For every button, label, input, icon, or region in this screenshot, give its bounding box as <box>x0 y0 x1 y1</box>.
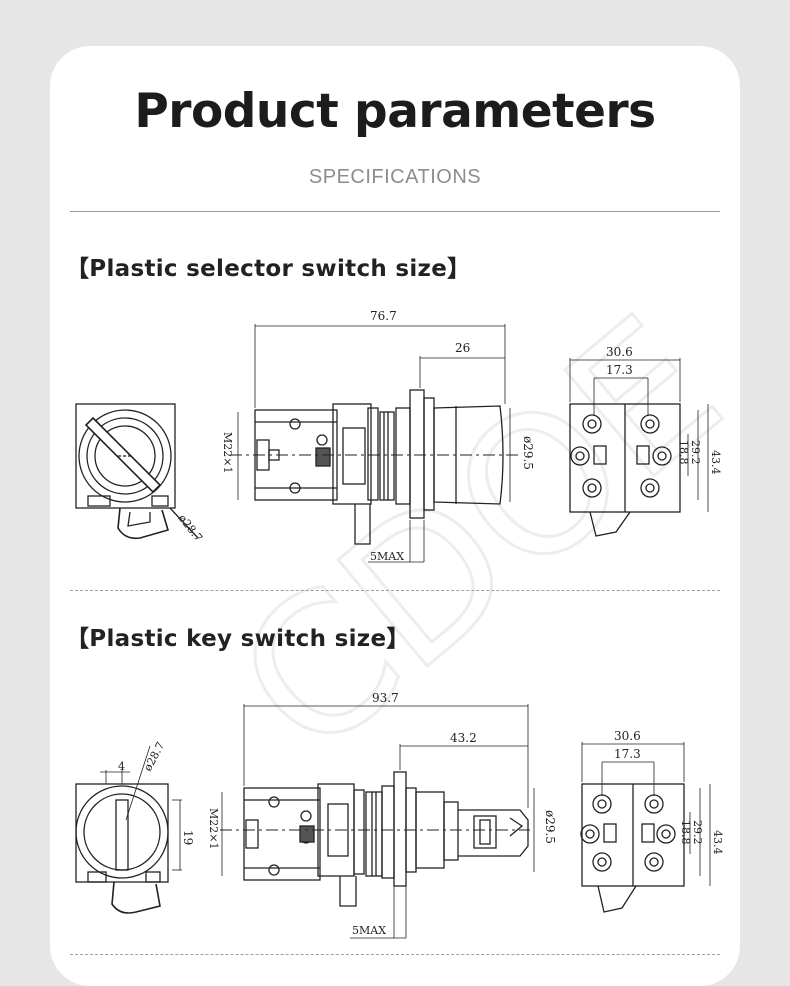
page-subtitle: SPECIFICATIONS <box>308 166 482 188</box>
key-dim-head-length: 43.2 <box>450 731 477 745</box>
dim-overall-length: 76.7 <box>370 309 397 323</box>
section-title-selector: 【Plastic selector switch size】 <box>66 256 471 282</box>
dim-mid-height: 29.2 <box>689 440 702 465</box>
key-contact-view <box>580 742 711 913</box>
dim-head-diameter: ø29.5 <box>521 436 535 470</box>
content-card <box>50 46 740 986</box>
section-divider <box>70 590 720 591</box>
key-dim-side-offset: 4 <box>118 760 125 773</box>
key-switch-drawing: 93.7 43.2 ø29.5 M22×1 5MAX 4 19 ø28.7 30… <box>75 691 724 939</box>
key-dim-side-height: 19 <box>181 830 195 845</box>
selector-side-view <box>230 324 520 563</box>
key-front-view <box>75 745 182 914</box>
key-dim-head-diameter: ø29.5 <box>543 810 557 844</box>
key-dim-panel-max: 5MAX <box>352 924 386 937</box>
selector-front-view <box>75 403 199 540</box>
dim-head-length: 26 <box>455 341 470 355</box>
dim-block-width: 30.6 <box>606 345 633 359</box>
key-dim-outer-height: 43.4 <box>711 830 724 855</box>
key-side-view <box>220 704 535 939</box>
header-divider <box>70 211 720 212</box>
dim-side-diameter: ø28.7 <box>176 512 205 545</box>
key-dim-mid-height: 29.2 <box>691 820 704 845</box>
key-dim-overall-length: 93.7 <box>372 691 399 705</box>
key-dim-block-width: 30.6 <box>614 729 641 743</box>
key-dim-terminal-pitch: 17.3 <box>614 747 641 761</box>
watermark: CDOE <box>0 0 790 957</box>
key-dim-thread: M22×1 <box>207 808 220 849</box>
key-dim-side-diameter: ø28.7 <box>141 740 167 774</box>
selector-switch-drawing: 76.7 26 ø29.5 M22×1 5MAX ø28.7 30.6 17.3… <box>75 309 722 563</box>
dim-thread: M22×1 <box>221 432 234 473</box>
dim-inner-height: 18.8 <box>677 440 690 465</box>
selector-contact-view <box>569 358 709 537</box>
dim-outer-height: 43.4 <box>709 450 722 475</box>
key-dim-inner-height: 18.8 <box>679 820 692 845</box>
page-title: Product parameters <box>134 84 656 139</box>
bottom-divider <box>70 954 720 955</box>
dim-terminal-pitch: 17.3 <box>606 363 633 377</box>
dim-panel-max: 5MAX <box>370 550 404 563</box>
section-title-key: 【Plastic key switch size】 <box>66 626 410 652</box>
